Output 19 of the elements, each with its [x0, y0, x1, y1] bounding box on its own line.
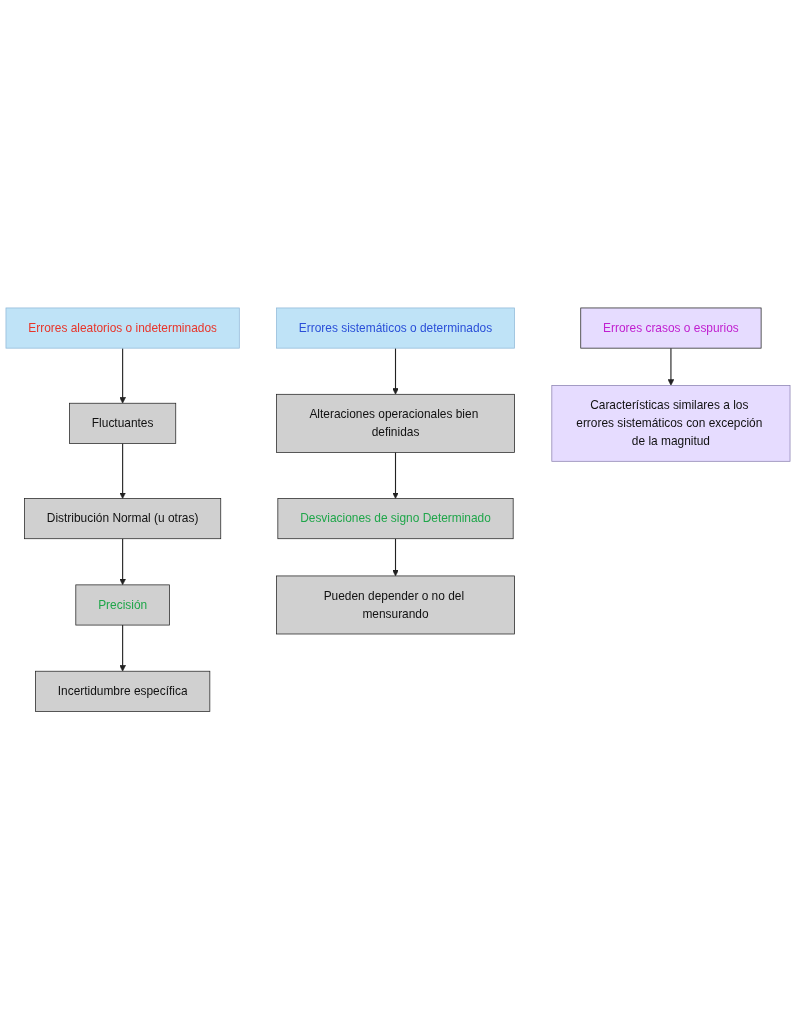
node-box: Desviaciones de signo Determinado	[277, 498, 514, 540]
arrow	[119, 347, 126, 404]
arrow	[667, 347, 675, 386]
node-box: Errores crasos o espurios	[580, 307, 762, 349]
node-box: Incertidumbre específica	[35, 671, 211, 713]
node-box: Errores aleatorios o indeterminados	[5, 307, 240, 349]
node-box: Precisión	[75, 584, 170, 626]
node-box: Fluctuantes	[69, 403, 177, 445]
node-box: Errores sistemáticos o determinados	[276, 307, 515, 349]
arrow	[119, 624, 126, 672]
node-box: Características similares a los errores sistemáticos con excepción de la magnitud	[551, 385, 791, 462]
arrow	[392, 347, 399, 395]
arrow	[392, 452, 399, 500]
node-box: Distribución Normal (u otras)	[24, 498, 222, 540]
node-box: Pueden depender o no del mensurando	[276, 575, 515, 635]
arrow	[392, 538, 399, 577]
arrow	[119, 538, 126, 586]
arrow	[119, 443, 126, 500]
node-box: Alteraciones operacionales bien definidas	[276, 394, 515, 454]
